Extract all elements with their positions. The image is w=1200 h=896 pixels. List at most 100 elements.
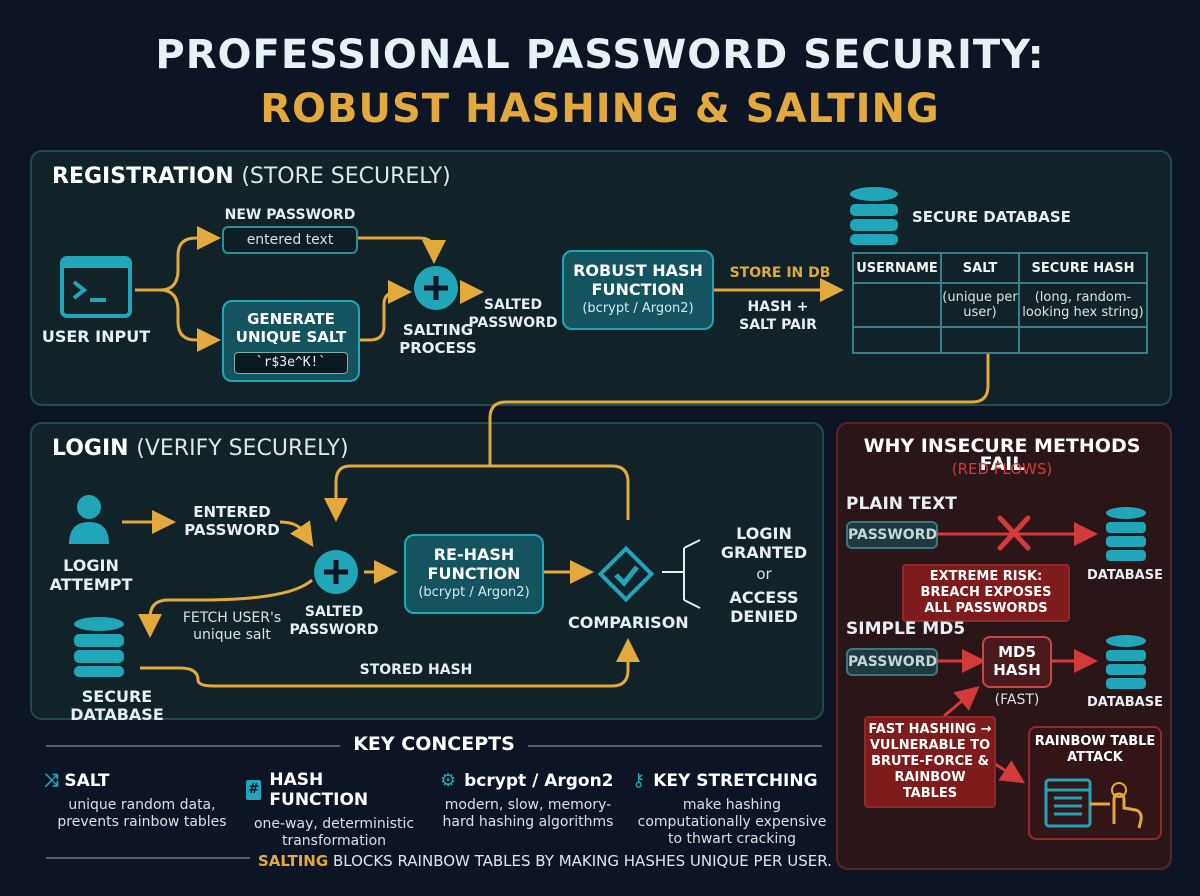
fetch-salt-line1: FETCH USER's bbox=[182, 610, 282, 626]
check-icon bbox=[594, 542, 658, 606]
registration-title-main: REGISTRATION bbox=[52, 164, 234, 189]
stored-hash-label: STORED HASH bbox=[359, 662, 473, 678]
key-icon: ⚷ bbox=[632, 770, 646, 791]
footer-note: SALTING BLOCKS RAINBOW TABLES BY MAKING … bbox=[258, 852, 832, 870]
footer-text: BLOCKS RAINBOW TABLES BY MAKING HASHES U… bbox=[332, 852, 832, 870]
generate-salt-label: GENERATE UNIQUE SALT bbox=[235, 310, 347, 346]
concept-hash-desc: one-way, deterministic transformation bbox=[253, 816, 415, 849]
insecure-subtitle: (RED FLOWS) bbox=[951, 460, 1053, 478]
registration-title: REGISTRATION (STORE SECURELY) bbox=[52, 164, 451, 189]
database-icon-login bbox=[72, 616, 126, 678]
salted-password-label: SALTED PASSWORD bbox=[468, 297, 558, 331]
database-icon bbox=[848, 186, 900, 246]
cell-salt: (unique per user) bbox=[940, 282, 1020, 328]
fast-hashing-tag: FAST HASHING → VULNERABLE TO BRUTE-FORCE… bbox=[864, 716, 996, 808]
rehash-sub: (bcrypt / Argon2) bbox=[418, 585, 530, 600]
login-title-main: LOGIN bbox=[52, 436, 129, 461]
login-salted-password-label: SALTED PASSWORD bbox=[289, 604, 379, 638]
robust-hash-title: ROBUST HASH FUNCTION bbox=[573, 261, 703, 299]
md5-hash-box: MD5 HASH bbox=[982, 636, 1052, 688]
extreme-risk-tag: EXTREME RISK: BREACH EXPOSES ALL PASSWOR… bbox=[902, 564, 1070, 622]
col-username: USERNAME bbox=[852, 252, 942, 284]
user-input-label: USER INPUT bbox=[41, 327, 151, 346]
salting-process-label: SALTING PROCESS bbox=[399, 321, 477, 357]
concept-salt-title: SALT bbox=[64, 770, 110, 791]
concept-bcrypt-header: ⚙ bcrypt / Argon2 bbox=[440, 770, 616, 791]
database-icon-md5 bbox=[1104, 634, 1148, 690]
rainbow-attack-box: RAINBOW TABLE ATTACK bbox=[1028, 726, 1162, 840]
login-title-sub: (VERIFY SECURELY) bbox=[136, 436, 349, 461]
col-secure-hash: SECURE HASH bbox=[1018, 252, 1148, 284]
concept-salt: ⤨ SALT unique random data, prevents rain… bbox=[44, 770, 240, 831]
terminal-icon bbox=[60, 256, 132, 318]
login-attempt-label: LOGIN ATTEMPT bbox=[49, 556, 133, 594]
rehash-title: RE-HASH FUNCTION bbox=[427, 545, 521, 583]
rainbow-table-icon bbox=[1044, 776, 1148, 830]
concept-hash-function: # HASH FUNCTION one-way, deterministic t… bbox=[246, 770, 422, 850]
login-secure-database-label: SECURE DATABASE bbox=[70, 687, 164, 724]
login-granted-label: LOGIN GRANTED bbox=[720, 524, 808, 562]
footer-highlight: SALTING bbox=[258, 852, 329, 870]
page-title: PROFESSIONAL PASSWORD SECURITY: bbox=[155, 32, 1045, 78]
algorithm-icon: ⚙ bbox=[440, 770, 457, 791]
password-chip-plain: PASSWORD bbox=[846, 521, 938, 549]
plus-icon-login bbox=[312, 548, 360, 596]
hash-salt-pair-label: HASH + SALT PAIR bbox=[739, 299, 817, 333]
registration-title-sub: (STORE SECURELY) bbox=[241, 164, 451, 189]
comparison-label: COMPARISON bbox=[568, 613, 689, 632]
database-icon-plain bbox=[1104, 506, 1148, 562]
salt-sample: `r$3e^K!` bbox=[234, 352, 348, 374]
fetch-salt-label: FETCH USER's unique salt bbox=[172, 610, 292, 644]
db-table: USERNAME SALT SECURE HASH (unique per us… bbox=[852, 252, 1148, 354]
simple-md5-label: SIMPLE MD5 bbox=[846, 619, 966, 639]
robust-hash-function-box: ROBUST HASH FUNCTION (bcrypt / Argon2) bbox=[562, 250, 714, 330]
concept-salt-header: ⤨ SALT bbox=[44, 770, 240, 791]
rehash-function-box: RE-HASH FUNCTION (bcrypt / Argon2) bbox=[404, 534, 544, 614]
or-label: or bbox=[756, 565, 772, 583]
concept-hash-header: # HASH FUNCTION bbox=[246, 770, 422, 810]
shuffle-icon: ⤨ bbox=[44, 770, 59, 791]
fetch-salt-line2: unique salt bbox=[193, 627, 271, 643]
fast-label: (FAST) bbox=[994, 692, 1040, 708]
entered-password-label: ENTERED PASSWORD bbox=[184, 503, 280, 539]
key-concepts-title: KEY CONCEPTS bbox=[353, 733, 515, 755]
password-chip-md5: PASSWORD bbox=[846, 648, 938, 676]
hash-doc-icon: # bbox=[246, 780, 262, 800]
concept-bcrypt: ⚙ bcrypt / Argon2 modern, slow, memory-h… bbox=[440, 770, 616, 831]
concept-stretching-desc: make hashing computationally expensive t… bbox=[637, 797, 827, 847]
entered-text-chip: entered text bbox=[222, 226, 358, 254]
new-password-label: NEW PASSWORD bbox=[224, 207, 356, 223]
concept-hash-title: HASH FUNCTION bbox=[269, 770, 369, 810]
generate-salt-box: GENERATE UNIQUE SALT `r$3e^K!` bbox=[222, 300, 360, 382]
cell-empty bbox=[940, 326, 1020, 354]
plus-icon bbox=[412, 264, 460, 312]
rainbow-attack-label: RAINBOW TABLE ATTACK bbox=[1034, 734, 1156, 765]
store-in-db-label: STORE IN DB bbox=[729, 265, 831, 281]
concept-bcrypt-title: bcrypt / Argon2 bbox=[464, 770, 614, 791]
db-table-row: (unique per user) (long, random-looking … bbox=[852, 282, 1148, 328]
md5-hash-label: MD5 HASH bbox=[993, 643, 1041, 679]
database-label-md5: DATABASE bbox=[1087, 695, 1163, 710]
col-salt: SALT bbox=[940, 252, 1020, 284]
concept-salt-desc: unique random data, prevents rainbow tab… bbox=[57, 797, 227, 830]
insecure-title: WHY INSECURE METHODS FAIL bbox=[863, 435, 1141, 475]
db-table-header: USERNAME SALT SECURE HASH bbox=[852, 252, 1148, 284]
cell-hash: (long, random-looking hex string) bbox=[1018, 282, 1148, 328]
database-label-plain: DATABASE bbox=[1087, 568, 1163, 583]
robust-hash-sub: (bcrypt / Argon2) bbox=[582, 301, 694, 316]
secure-database-label: SECURE DATABASE bbox=[912, 208, 1071, 226]
login-title: LOGIN (VERIFY SECURELY) bbox=[52, 436, 349, 461]
access-denied-label: ACCESS DENIED bbox=[729, 588, 799, 626]
cell-empty bbox=[1018, 326, 1148, 354]
cell-empty bbox=[852, 326, 942, 354]
page-subtitle: ROBUST HASHING & SALTING bbox=[260, 86, 940, 132]
user-icon bbox=[68, 494, 110, 546]
plain-text-label: PLAIN TEXT bbox=[846, 494, 957, 514]
concept-stretching-title: KEY STRETCHING bbox=[653, 770, 818, 791]
concept-stretching-header: ⚷ KEY STRETCHING bbox=[632, 770, 832, 791]
cell-username bbox=[852, 282, 942, 328]
concept-bcrypt-desc: modern, slow, memory-hard hashing algori… bbox=[442, 797, 614, 830]
db-table-row-empty bbox=[852, 326, 1148, 354]
concept-key-stretching: ⚷ KEY STRETCHING make hashing computatio… bbox=[632, 770, 832, 848]
